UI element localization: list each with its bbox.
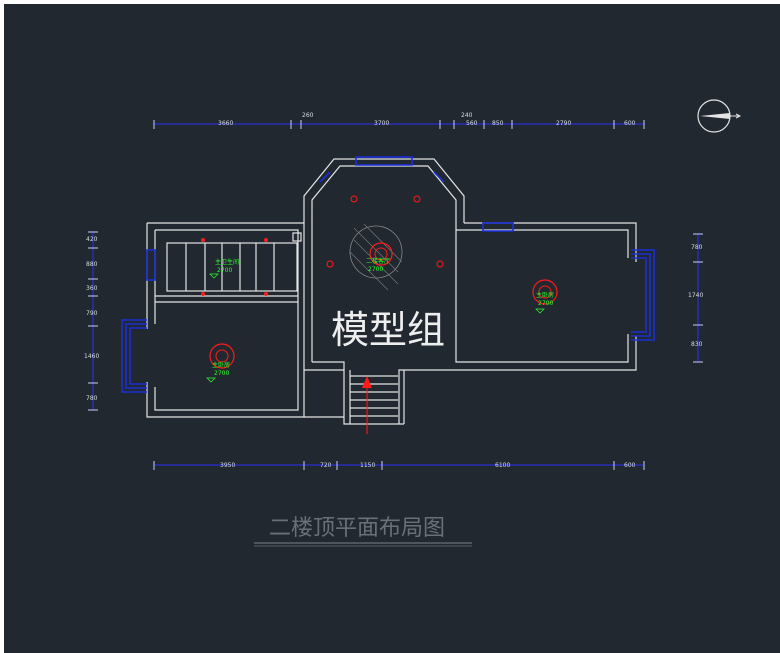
bottom-dim-4: 6100 (495, 462, 510, 469)
right-dim-3: 830 (691, 341, 703, 348)
label-bedroom-left: 主卧房 (212, 361, 230, 369)
left-dimension-line: 420 880 360 790 1460 780 (84, 231, 99, 411)
top-dim-5: 560 (466, 120, 478, 127)
bottom-dim-1: 3950 (220, 462, 235, 469)
right-dim-2: 1740 (688, 292, 703, 299)
floor-plan-drawing: 3660 260 3700 240 560 850 2790 600 3950 … (84, 99, 742, 547)
left-dim-1: 420 (86, 236, 98, 243)
watermark: 模型组 (331, 308, 445, 352)
top-dim-4: 240 (461, 112, 473, 119)
left-dim-4: 790 (86, 310, 98, 317)
right-dimension-line: 780 1740 830 (688, 233, 703, 363)
label-center: 二楼客厅 (366, 257, 390, 265)
bottom-dim-2: 720 (320, 462, 332, 469)
height-bathroom: 2700 (217, 267, 232, 274)
height-bedroom-left: 2700 (214, 370, 229, 377)
drawing-title: 二楼顶平面布局图 (269, 516, 445, 541)
left-dim-3: 360 (86, 285, 98, 292)
label-bathroom: 主卫生间 (215, 258, 239, 266)
walls (146, 158, 637, 425)
top-dimension-line: 3660 260 3700 240 560 850 2790 600 (153, 112, 645, 129)
compass-icon (697, 99, 742, 133)
top-dim-8: 600 (624, 120, 636, 127)
top-dim-7: 2790 (556, 120, 571, 127)
downlight-icon (201, 195, 444, 296)
chandelier-icon (349, 223, 403, 291)
left-dim-5: 1460 (84, 353, 99, 360)
bedroom-light-left (209, 343, 235, 369)
bottom-dimension-line: 3950 720 1150 6100 600 (153, 461, 645, 470)
cad-canvas: 3660 260 3700 240 560 850 2790 600 3950 … (4, 4, 780, 653)
top-dim-2: 260 (302, 112, 314, 119)
right-dim-1: 780 (691, 244, 703, 251)
stair-arrow-icon (362, 376, 372, 434)
height-center: 2700 (368, 266, 383, 273)
windows (121, 156, 655, 393)
room-labels: 主卫生间 2700 二楼客厅 2700 主卧房 2700 主卧房 2700 (206, 257, 554, 383)
left-dim-6: 780 (86, 395, 98, 402)
label-bedroom-right: 主卧房 (536, 291, 554, 299)
bedroom-light-right (532, 279, 558, 305)
top-dim-6: 850 (492, 120, 504, 127)
height-bedroom-right: 2700 (538, 300, 553, 307)
left-dim-2: 880 (86, 261, 98, 268)
bottom-dim-3: 1150 (360, 462, 375, 469)
bottom-dim-5: 600 (624, 462, 636, 469)
top-dim-1: 3660 (218, 120, 233, 127)
top-dim-3: 3700 (374, 120, 389, 127)
staircase (349, 370, 398, 424)
